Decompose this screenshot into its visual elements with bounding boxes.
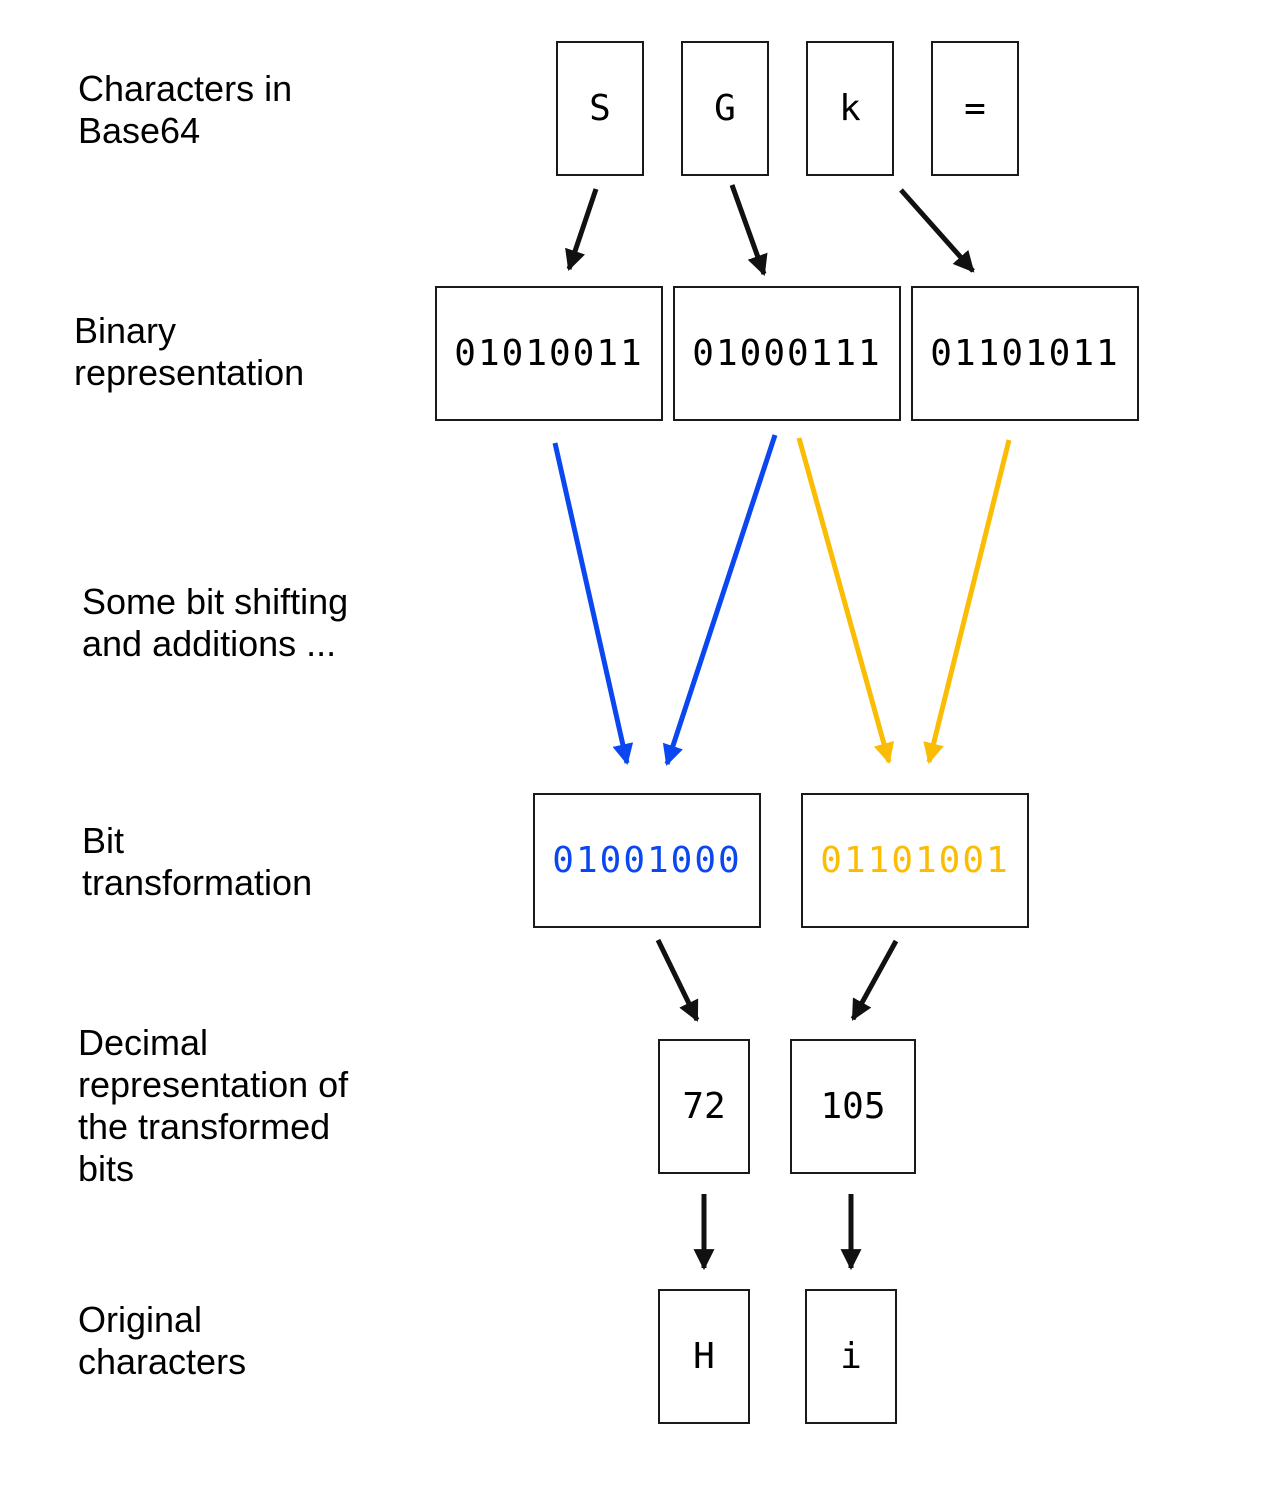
arrow-yellow-from-third-byte: [923, 439, 1012, 765]
label-bit-transformation: Bit transformation: [82, 820, 313, 903]
binary-value-box: 01000111: [673, 286, 901, 421]
arrow-blue-from-second-byte: [662, 434, 778, 766]
transformed-bits-box-first: 01001000: [533, 793, 761, 928]
binary-value-box: 01101011: [911, 286, 1139, 421]
label-bit-shifting: Some bit shifting and additions ...: [82, 581, 349, 664]
base64-char-box: G: [681, 41, 769, 176]
decimal-value-box: 72: [658, 1039, 750, 1174]
arrow-k-to-binary: [899, 188, 975, 273]
label-original-characters: Original characters: [78, 1299, 247, 1382]
binary-value-box: 01010011: [435, 286, 663, 421]
base64-char-box: k: [806, 41, 894, 176]
base64-char-box: S: [556, 41, 644, 176]
arrow-transformed-to-105: [850, 939, 899, 1021]
base64-padding-box: =: [931, 41, 1019, 176]
original-char-box: i: [805, 1289, 897, 1424]
arrow-yellow-from-second-byte: [796, 437, 895, 765]
decimal-value-box: 105: [790, 1039, 916, 1174]
original-char-box: H: [658, 1289, 750, 1424]
arrow-s-to-binary: [565, 188, 599, 271]
label-decimal-representation: Decimal representation of the transforme…: [78, 1022, 349, 1189]
label-binary-representation: Binary representation: [74, 310, 305, 393]
arrow-g-to-binary: [729, 184, 768, 276]
label-characters-in-base64: Characters in Base64: [78, 68, 293, 151]
arrow-transformed-to-72: [655, 938, 700, 1022]
transformed-bits-box-second: 01101001: [801, 793, 1029, 928]
arrow-blue-from-first-byte: [552, 442, 634, 766]
